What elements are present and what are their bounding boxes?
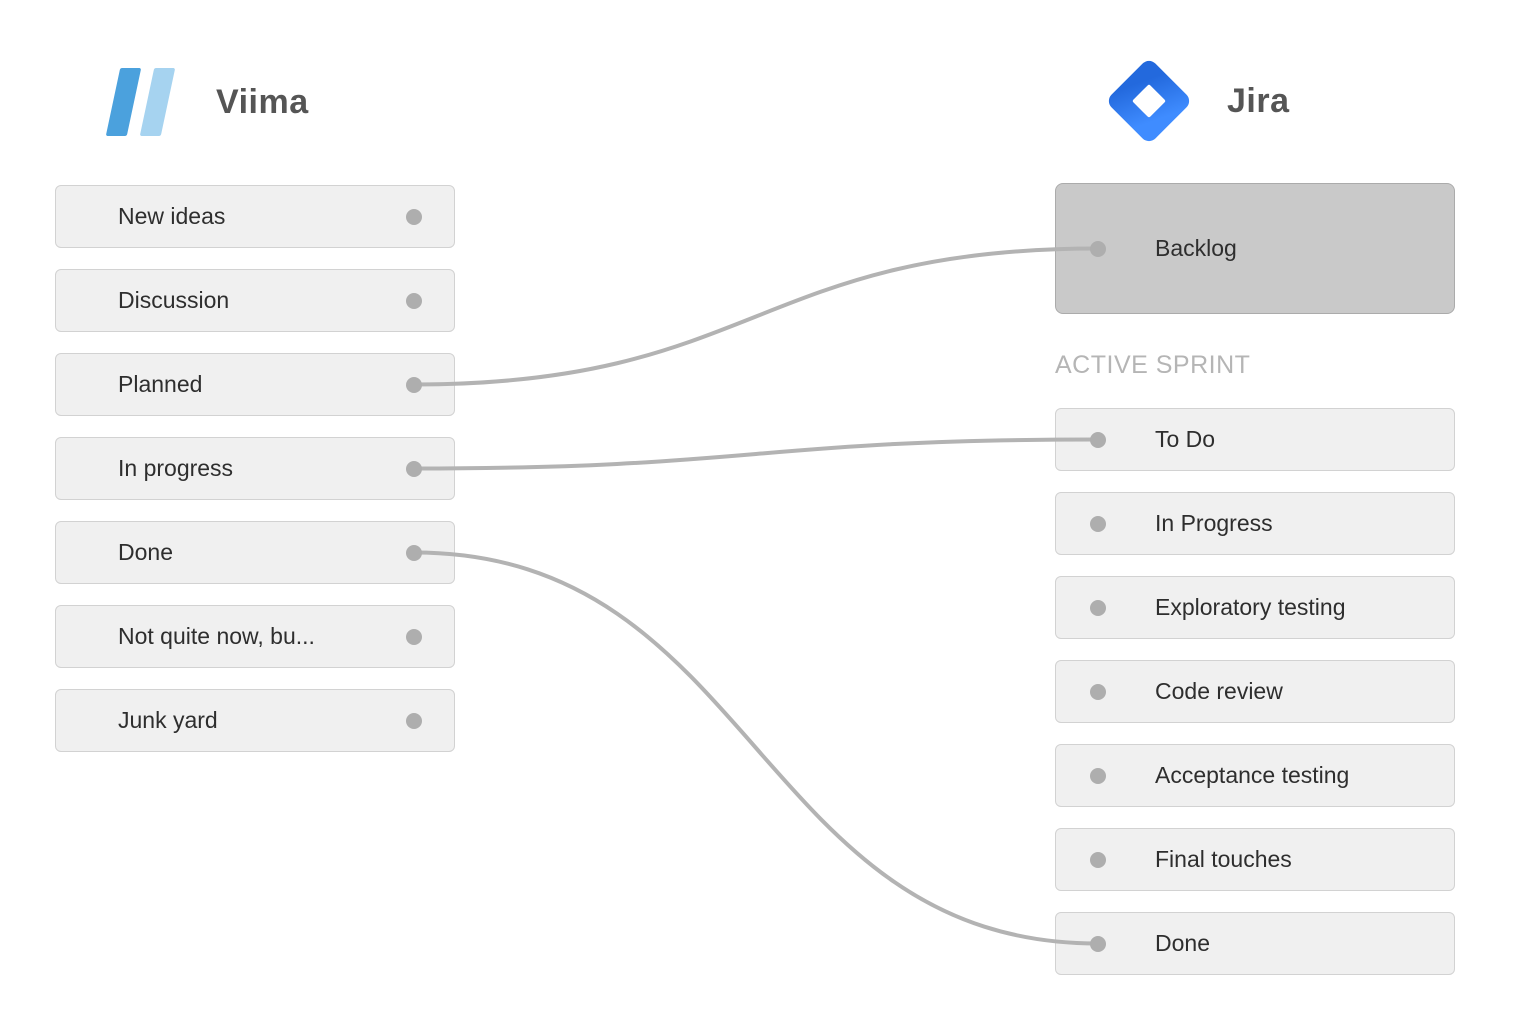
status-label: Code review xyxy=(1155,678,1283,704)
active-sprint-label: ACTIVE SPRINT xyxy=(1055,351,1251,379)
connector-dot[interactable] xyxy=(406,544,422,561)
jira-status-exploratory-testing[interactable]: Exploratory testing xyxy=(1055,576,1455,639)
connector-dot[interactable] xyxy=(1090,935,1106,952)
status-label: Backlog xyxy=(1155,235,1237,261)
viima-status-planned[interactable]: Planned xyxy=(55,353,455,416)
jira-status-final-touches[interactable]: Final touches xyxy=(1055,828,1455,891)
status-label: Exploratory testing xyxy=(1155,594,1346,620)
viima-logo-bar-dark xyxy=(105,68,142,136)
viima-status-done[interactable]: Done xyxy=(55,521,455,584)
viima-status-new-ideas[interactable]: New ideas xyxy=(55,185,455,248)
status-label: Discussion xyxy=(118,287,230,313)
connection-wire xyxy=(412,550,1100,946)
status-label: In Progress xyxy=(1155,510,1273,536)
connector-dot[interactable] xyxy=(406,376,422,393)
connector-dot[interactable] xyxy=(1090,851,1106,868)
jira-status-in-progress[interactable]: In Progress xyxy=(1055,492,1455,555)
connector-dot[interactable] xyxy=(1090,683,1106,700)
connection-wire xyxy=(412,437,1100,471)
connector-dot[interactable] xyxy=(1090,767,1106,784)
viima-status-in-progress[interactable]: In progress xyxy=(55,437,455,500)
status-label: Not quite now, bu... xyxy=(118,623,315,649)
jira-diamond-hole xyxy=(1132,84,1166,118)
status-label: Done xyxy=(1155,930,1210,956)
viima-logo-icon xyxy=(105,68,176,136)
connector-dot[interactable] xyxy=(406,460,422,477)
connector-dot[interactable] xyxy=(1090,515,1106,532)
connector-dot[interactable] xyxy=(406,208,422,225)
viima-column: Viima New ideas Discussion Planned In pr… xyxy=(55,0,455,752)
viima-logo-bar-light xyxy=(139,68,176,136)
connector-dot[interactable] xyxy=(406,292,422,309)
viima-status-not-quite-now[interactable]: Not quite now, bu... xyxy=(55,605,455,668)
jira-status-to-do[interactable]: To Do xyxy=(1055,408,1455,471)
jira-status-code-review[interactable]: Code review xyxy=(1055,660,1455,723)
jira-title: Jira xyxy=(1227,81,1290,120)
jira-header: Jira xyxy=(1055,55,1455,147)
connection-wire xyxy=(412,246,1100,387)
status-label: Planned xyxy=(118,371,203,397)
status-label: Acceptance testing xyxy=(1155,762,1350,788)
jira-column: Jira Backlog ACTIVE SPRINT To Do In Prog… xyxy=(1055,0,1455,975)
jira-status-done[interactable]: Done xyxy=(1055,912,1455,975)
viima-status-junk-yard[interactable]: Junk yard xyxy=(55,689,455,752)
viima-title: Viima xyxy=(216,82,309,121)
connector-dot[interactable] xyxy=(1090,240,1106,257)
jira-status-backlog[interactable]: Backlog xyxy=(1055,183,1455,314)
connector-dot[interactable] xyxy=(406,712,422,729)
status-label: New ideas xyxy=(118,203,226,229)
connector-dot[interactable] xyxy=(1090,431,1106,448)
jira-status-acceptance-testing[interactable]: Acceptance testing xyxy=(1055,744,1455,807)
status-label: In progress xyxy=(118,455,234,481)
viima-status-discussion[interactable]: Discussion xyxy=(55,269,455,332)
status-label: Final touches xyxy=(1155,846,1292,872)
viima-header: Viima xyxy=(55,64,455,140)
jira-diamond-shape xyxy=(1105,57,1193,145)
connector-dot[interactable] xyxy=(406,628,422,645)
jira-logo-icon xyxy=(1105,57,1193,145)
status-label: Done xyxy=(118,539,173,565)
status-label: To Do xyxy=(1155,426,1216,452)
connector-dot[interactable] xyxy=(1090,599,1106,616)
status-label: Junk yard xyxy=(118,707,218,733)
